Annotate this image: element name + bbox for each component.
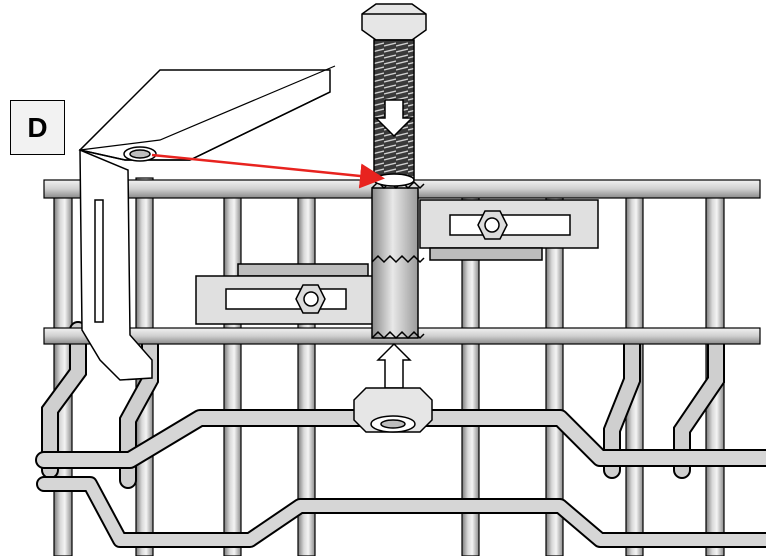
coupling-tube xyxy=(371,180,425,340)
hex-bolt-icon xyxy=(361,3,427,187)
arrow-down-icon xyxy=(374,99,414,138)
clamp-plate-right xyxy=(419,199,599,261)
step-label: D xyxy=(10,100,65,155)
alignment-arrow xyxy=(151,153,385,189)
hex-nut-icon xyxy=(353,387,433,433)
clamp-plate-left xyxy=(195,263,375,325)
vertical-wire xyxy=(223,181,242,556)
arrow-up-icon xyxy=(376,342,412,389)
wall-bracket-icon xyxy=(78,65,336,381)
